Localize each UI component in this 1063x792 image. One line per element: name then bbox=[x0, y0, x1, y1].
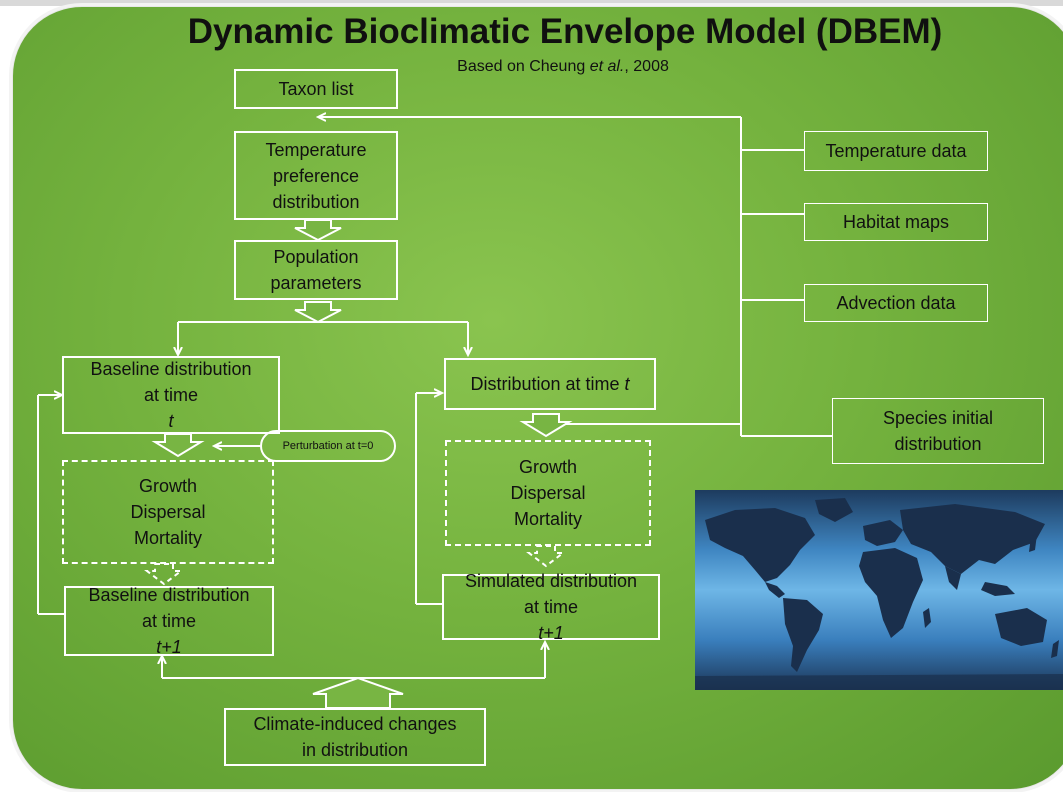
perturbation-label: Perturbation at t=0 bbox=[282, 440, 374, 452]
perturbation-pill: Perturbation at t=0 bbox=[260, 430, 396, 462]
distribution-t-label: Distribution at time t bbox=[470, 371, 629, 397]
baseline-t-line-2: at time t bbox=[90, 382, 251, 434]
diagram-subtitle: Based on Cheung et al., 2008 bbox=[0, 58, 1063, 76]
advection-data-box: Advection data bbox=[804, 284, 988, 322]
climate-line-1: Climate-induced changes bbox=[253, 714, 457, 734]
distribution-t-var: t bbox=[624, 374, 630, 394]
baseline-t-var: t bbox=[168, 411, 174, 431]
taxon-list-label: Taxon list bbox=[278, 79, 354, 99]
population-parameters-box: Population parameters bbox=[234, 240, 398, 300]
temperature-preference-box: Temperature preference distribution bbox=[234, 131, 398, 220]
distribution-t-prefix: Distribution at time bbox=[470, 374, 625, 394]
growth-left-line-2: Dispersal bbox=[130, 502, 206, 522]
temp-pref-line-1: Temperature bbox=[265, 139, 367, 160]
baseline-t1-var: t+1 bbox=[156, 637, 182, 657]
simulated-t1-prefix: at time bbox=[523, 597, 579, 617]
pop-param-line-2: parameters bbox=[270, 273, 362, 293]
subtitle-etal: et al. bbox=[589, 58, 625, 75]
baseline-t-prefix: at time bbox=[143, 385, 198, 405]
simulated-distribution-t1-box: Simulated distribution at time t+1 bbox=[442, 571, 660, 643]
temp-pref-line-3: distribution bbox=[272, 191, 360, 212]
diagram-title: Dynamic Bioclimatic Envelope Model (DBEM… bbox=[187, 12, 943, 51]
species-initial-line-1: Species initial bbox=[882, 408, 994, 428]
temperature-data-label: Temperature data bbox=[825, 141, 967, 161]
growth-right-line-3: Mortality bbox=[513, 509, 582, 529]
pop-param-line-1: Population bbox=[273, 247, 359, 267]
growth-dispersal-mortality-right: Growth Dispersal Mortality bbox=[445, 440, 651, 546]
growth-dispersal-mortality-left: Growth Dispersal Mortality bbox=[62, 460, 274, 564]
advection-data-label: Advection data bbox=[836, 293, 956, 313]
species-initial-line-2: distribution bbox=[894, 434, 982, 454]
baseline-t1-line-2: at time t+1 bbox=[88, 608, 249, 660]
species-initial-distribution-box: Species initial distribution bbox=[832, 398, 1044, 464]
world-map-icon bbox=[695, 490, 1063, 690]
top-border bbox=[0, 0, 1063, 6]
baseline-t-line-1: Baseline distribution bbox=[90, 359, 252, 379]
distribution-t-box: Distribution at time t bbox=[444, 358, 656, 410]
baseline-t1-line-1: Baseline distribution bbox=[88, 585, 250, 605]
growth-left-line-1: Growth bbox=[138, 476, 198, 496]
temp-pref-line-2: preference bbox=[272, 165, 360, 186]
baseline-distribution-t1-box: Baseline distribution at time t+1 bbox=[64, 585, 274, 657]
growth-right-line-1: Growth bbox=[518, 457, 578, 477]
simulated-t1-line-2: at time t+1 bbox=[465, 594, 637, 646]
taxon-list-box: Taxon list bbox=[234, 69, 398, 109]
subtitle-suffix: , 2008 bbox=[624, 58, 669, 75]
simulated-t1-line-1: Simulated distribution bbox=[464, 571, 638, 591]
climate-induced-changes-box: Climate-induced changes in distribution bbox=[224, 708, 486, 766]
baseline-t1-prefix: at time bbox=[141, 611, 196, 631]
habitat-maps-box: Habitat maps bbox=[804, 203, 988, 241]
subtitle-prefix: Based on Cheung bbox=[457, 58, 590, 75]
growth-left-line-3: Mortality bbox=[133, 528, 202, 548]
habitat-maps-label: Habitat maps bbox=[842, 212, 950, 232]
world-map-graphic bbox=[695, 498, 1063, 690]
temperature-data-box: Temperature data bbox=[804, 131, 988, 171]
simulated-t1-var: t+1 bbox=[538, 623, 564, 643]
growth-right-line-2: Dispersal bbox=[510, 483, 586, 503]
baseline-distribution-t-box: Baseline distribution at time t bbox=[62, 356, 280, 434]
climate-line-2: in distribution bbox=[301, 740, 409, 760]
